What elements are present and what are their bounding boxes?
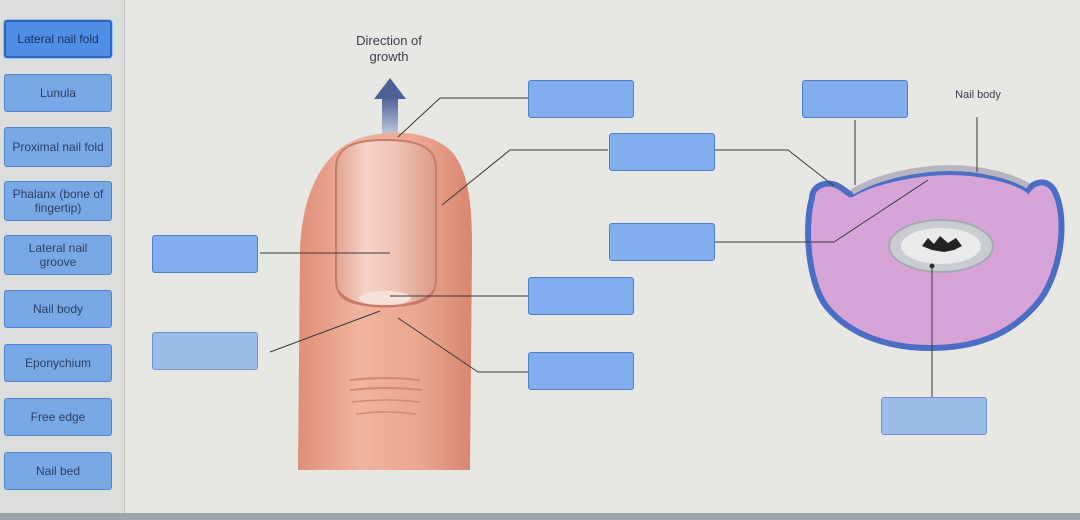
term-eponychium[interactable]: Eponychium (4, 344, 112, 382)
cross-section-nail-body-label: Nail body (955, 89, 1001, 101)
term-phalanx[interactable]: Phalanx (bone of fingertip) (4, 181, 112, 221)
direction-of-growth-label: Direction of growth (356, 33, 422, 64)
term-proximal-nail-fold[interactable]: Proximal nail fold (4, 127, 112, 167)
term-lunula[interactable]: Lunula (4, 74, 112, 112)
nail-cross-section (805, 164, 1065, 352)
dropzone-6[interactable] (152, 332, 258, 370)
dropzone-8[interactable] (802, 80, 908, 118)
term-free-edge[interactable]: Free edge (4, 398, 112, 436)
finger-illustration (298, 132, 472, 470)
dropzone-4[interactable] (609, 223, 715, 261)
term-lateral-nail-fold[interactable]: Lateral nail fold (4, 20, 112, 58)
dropzone-2[interactable] (609, 133, 715, 171)
dropzone-1[interactable] (528, 80, 634, 118)
leader-lines (260, 97, 978, 397)
dropzone-7[interactable] (528, 352, 634, 390)
growth-arrow-icon (374, 78, 406, 137)
dropzone-5[interactable] (528, 277, 634, 315)
term-nail-body[interactable]: Nail body (4, 290, 112, 328)
term-nail-bed[interactable]: Nail bed (4, 452, 112, 490)
term-lateral-nail-groove[interactable]: Lateral nail groove (4, 235, 112, 275)
dropzone-3[interactable] (152, 235, 258, 273)
dropzone-9[interactable] (881, 397, 987, 435)
bottom-scrollbar[interactable] (0, 513, 1080, 520)
term-bank: Lateral nail fold Lunula Proximal nail f… (0, 0, 125, 520)
